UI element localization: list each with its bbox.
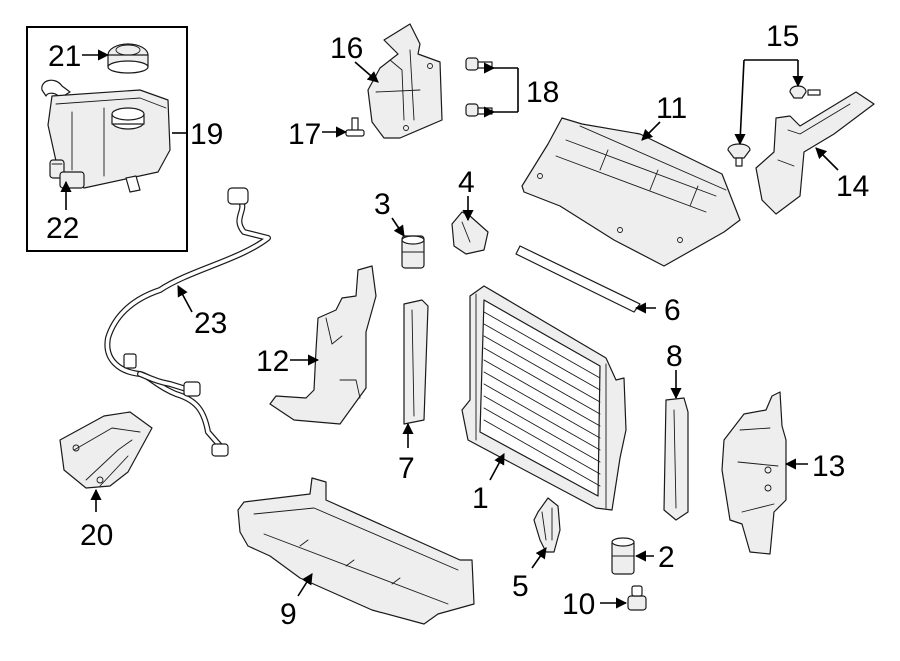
leader-lines [60,49,839,609]
callout-numbers: 21 19 22 23 20 16 17 18 11 15 14 3 4 6 1… [46,20,869,631]
callout-16: 16 [330,32,363,65]
leader-11 [641,121,661,141]
part-9-lower-shield [237,477,475,625]
part-5-bracket [533,497,561,553]
callout-12: 12 [256,345,289,378]
callout-5: 5 [512,570,529,603]
callout-6: 6 [664,294,681,327]
callout-14: 14 [836,170,869,203]
callout-10: 10 [562,588,595,621]
part-14-side-duct [755,91,875,215]
callout-23: 23 [194,307,227,340]
callout-19: 19 [190,118,223,151]
part-13-side-shroud [721,391,787,555]
part-6-seal-strip [515,245,641,313]
callout-8: 8 [666,340,683,373]
callout-21: 21 [48,40,81,73]
callout-13: 13 [812,450,845,483]
part-2-lower-mount [611,537,635,575]
leader-18 [494,67,519,113]
part-23-coolant-hose [104,187,271,457]
part-1-radiator [461,285,627,511]
part-3-upper-mount [401,235,425,269]
callout-3: 3 [374,188,391,221]
part-18-clips [465,57,493,117]
callout-9: 9 [280,598,297,631]
leader-16 [354,61,379,83]
part-11-upper-support [521,117,741,267]
leader-3 [391,217,405,237]
part-21-reservoir-cap [107,43,149,74]
reservoir-inset-box [26,26,188,252]
part-17-bolt [345,117,365,137]
callout-22: 22 [46,212,79,245]
callout-2: 2 [658,541,675,574]
callout-11: 11 [656,92,687,125]
part-12-side-shroud [269,265,377,425]
callout-7: 7 [398,452,415,485]
callout-1: 1 [472,482,489,515]
part-4-bracket [451,211,489,255]
callout-15: 15 [766,20,799,53]
part-20-bracket [59,411,153,489]
part-7-seal [403,299,429,425]
part-16-air-deflector [367,23,443,139]
leader-14 [815,147,839,171]
callout-18: 18 [526,76,559,109]
callout-4: 4 [458,166,475,199]
leader-23 [177,285,193,313]
callout-20: 20 [80,519,113,552]
part-10-clip [627,585,647,611]
part-8-seal [663,397,689,521]
leader-5 [531,547,547,569]
part-19-coolant-reservoir [41,79,171,193]
leader-9 [297,573,313,597]
leader-1 [489,453,505,481]
callout-17: 17 [288,118,321,151]
